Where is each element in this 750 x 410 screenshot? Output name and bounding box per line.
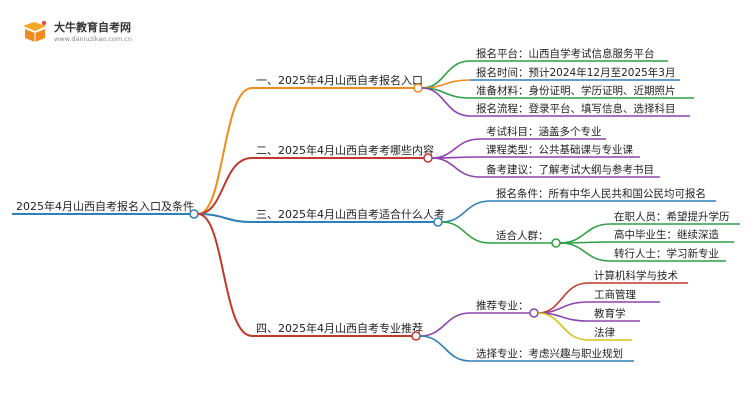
branch-4-group-leaf-2: 工商管理 xyxy=(594,288,636,301)
branch-3-leaf-1: 报名条件：所有中华人民共和国公民均可报名 xyxy=(496,187,706,200)
branch-3-group-leaf-1: 在职人员：希望提升学历 xyxy=(614,210,730,223)
branch-4-knot xyxy=(411,331,421,341)
brand-logo: 大牛教育自考网 www.daniuzikao.com.cn xyxy=(20,14,160,50)
branch-3-label: 三、2025年4月山西自考适合什么人考 xyxy=(256,207,445,221)
root-node: 2025年4月山西自考报名入口及条件 xyxy=(12,199,199,219)
branch-4: 四、2025年4月山西自考专业推荐 推荐专业： 计算机科学与技术 工商管理 教育… xyxy=(252,269,688,362)
branch-4-group-leaf-4: 法律 xyxy=(594,326,615,339)
brand-name: 大牛教育自考网 xyxy=(54,21,131,34)
branch-4-group-knot xyxy=(529,308,539,318)
connector-b1 xyxy=(197,87,253,215)
branch-1-knot xyxy=(413,83,423,93)
connector-b4 xyxy=(197,213,253,337)
branch-2-leaf-1: 考试科目：涵盖多个专业 xyxy=(486,125,602,138)
root-label: 2025年4月山西自考报名入口及条件 xyxy=(16,199,194,213)
branch-3-group-knot xyxy=(551,238,561,248)
branch-4-group-leaf-1: 计算机科学与技术 xyxy=(594,269,678,282)
branch-4-leaf-after-1: 选择专业：考虑兴趣与职业规划 xyxy=(476,347,623,360)
branch-4-group-leaf-3: 教育学 xyxy=(594,307,626,320)
branch-1-leaf-4: 报名流程：登录平台、填写信息、选择科目 xyxy=(476,102,676,115)
branch-4-group-label: 推荐专业： xyxy=(476,299,529,312)
branch-4-label: 四、2025年4月山西自考专业推荐 xyxy=(256,321,423,335)
brand-url: www.daniuzikao.com.cn xyxy=(54,35,132,43)
branch-3-group-label: 适合人群： xyxy=(496,229,549,242)
connector-b3 xyxy=(197,213,253,223)
branch-2-leaf-3: 备考建议：了解考试大纲与参考书目 xyxy=(486,163,654,176)
root-knot xyxy=(189,209,199,219)
branch-1-leaf-2: 报名时间：预计2024年12月至2025年3月 xyxy=(476,66,675,79)
branch-1-leaf-3: 准备材料：身份证明、学历证明、近期照片 xyxy=(476,84,676,97)
branch-1-leaf-1: 报名平台：山西自学考试信息服务平台 xyxy=(476,47,655,60)
branch-3: 三、2025年4月山西自考适合什么人考 报名条件：所有中华人民共和国公民均可报名… xyxy=(252,187,740,262)
branch-3-group-leaf-2: 高中毕业生：继续深造 xyxy=(614,228,719,241)
book-logo-icon xyxy=(23,20,47,42)
branch-1: 一、2025年4月山西自考报名入口 报名平台：山西自学考试信息服务平台 报名时间… xyxy=(252,47,694,117)
branch-2-knot xyxy=(423,153,433,163)
branch-2-label: 二、2025年4月山西自考考哪些内容 xyxy=(256,143,434,157)
branch-2: 二、2025年4月山西自考考哪些内容 考试科目：涵盖多个专业 课程类型：公共基础… xyxy=(252,125,660,178)
branch-1-label: 一、2025年4月山西自考报名入口 xyxy=(256,73,423,87)
branch-2-leaf-2: 课程类型：公共基础课与专业课 xyxy=(486,143,633,156)
branch-3-group-leaf-3: 转行人士：学习新专业 xyxy=(614,247,719,260)
connector-b2 xyxy=(197,157,253,215)
branch-3-knot xyxy=(433,217,443,227)
